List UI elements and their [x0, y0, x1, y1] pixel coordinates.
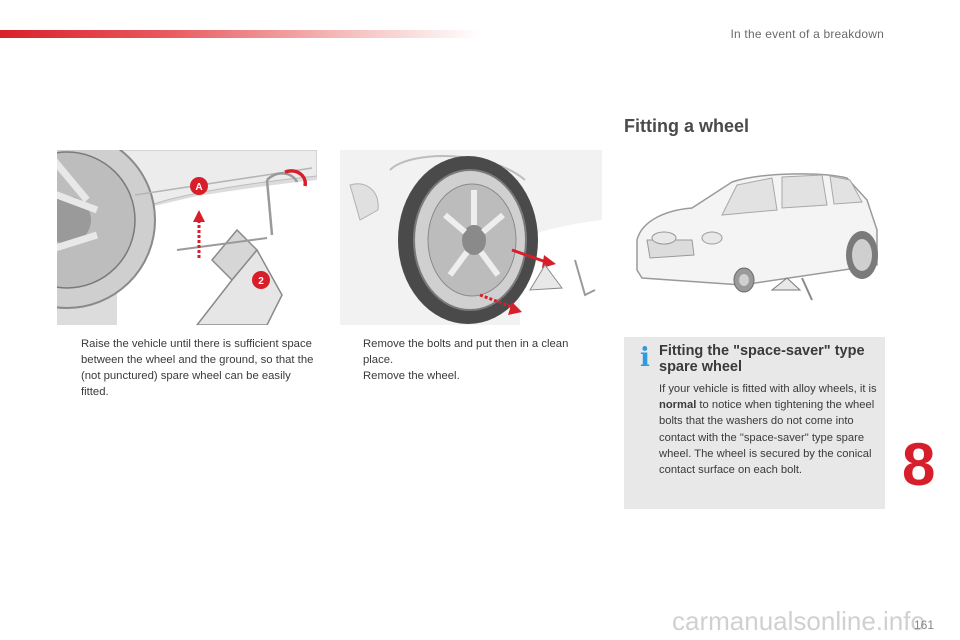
steps-middle: Remove the bolts and put then in a clean…: [346, 336, 596, 384]
info-body-bold: normal: [659, 399, 697, 412]
page-number: 161: [914, 618, 935, 632]
car-spare-wheel-illustration: [622, 160, 884, 310]
info-body-post: to notice when tightening the wheel bolt…: [659, 399, 875, 477]
step-text: Raise the vehicle until there is suffici…: [81, 338, 314, 398]
list-item: Remove the bolts and put then in a clean…: [346, 336, 596, 368]
section-title: Fitting a wheel: [624, 116, 750, 136]
info-body: If your vehicle is fitted with alloy whe…: [659, 381, 881, 478]
list-item: Remove the wheel.: [346, 368, 596, 384]
wheel-removal-illustration: [340, 150, 602, 325]
step-text: Remove the wheel.: [363, 370, 460, 382]
label-2: 2: [258, 276, 264, 287]
info-body-pre: If your vehicle is fitted with alloy whe…: [659, 383, 877, 395]
list-item: Raise the vehicle until there is suffici…: [64, 336, 320, 400]
watermark: carmanualsonline.info: [672, 606, 925, 636]
steps-left: Raise the vehicle until there is suffici…: [64, 336, 320, 400]
jack-illustration: A 2: [57, 150, 317, 325]
info-box: i Fitting the "space-saver" type spare w…: [624, 337, 885, 509]
info-title: Fitting the "space-saver" type spare whe…: [659, 343, 865, 375]
chapter-header: In the event of a breakdown: [730, 27, 884, 41]
info-icon: i: [640, 343, 650, 373]
chapter-number: 8: [902, 431, 936, 498]
label-a: A: [195, 182, 202, 193]
step-text: Remove the bolts and put then in a clean…: [363, 338, 569, 366]
header-accent-bar: [0, 30, 480, 38]
